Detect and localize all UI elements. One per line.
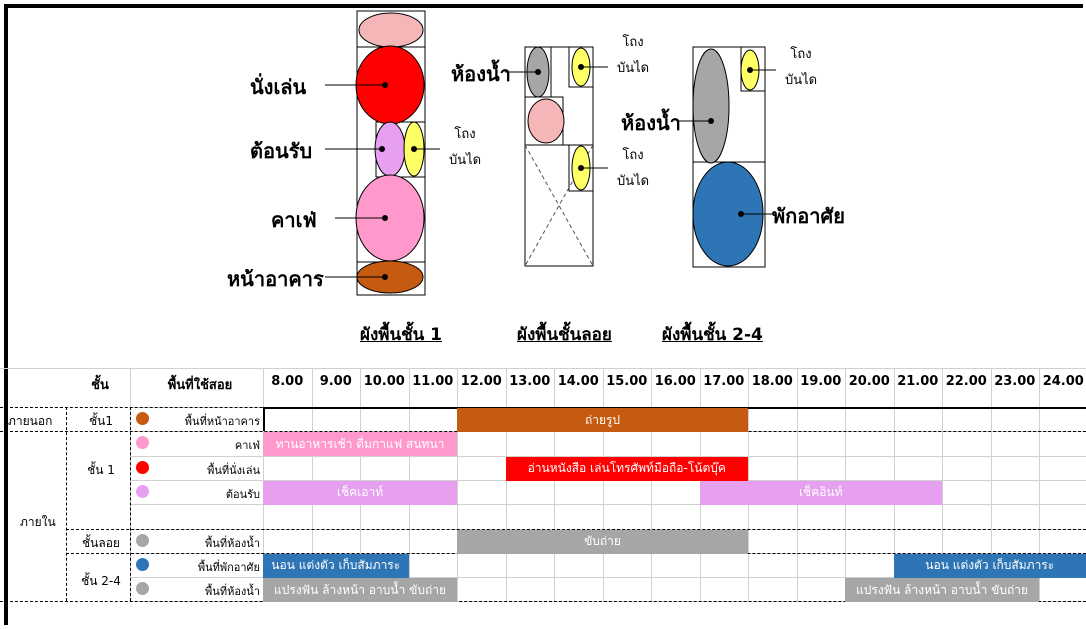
activity-bar: อ่านหนังสือ เล่นโทรศัพท์มือถือ-โน้ตบุ๊ค (505, 456, 748, 481)
mezz-lightpink-zone (527, 98, 565, 144)
hour-label: 9.00 (319, 374, 352, 389)
activity-bar: ถ่ายรูป (457, 408, 748, 432)
area-label: ต้อนรับ (225, 487, 260, 501)
hour-label: 19.00 (800, 374, 842, 389)
area-label: พื้นที่ห้องน้ำ (205, 536, 260, 550)
hour-label: 15.00 (606, 374, 648, 389)
label-floor1-stair: โถง บันได (448, 127, 482, 168)
grid-vline (457, 368, 458, 602)
activity-bar: แปรงฟัน ล้างหน้า อาบน้ำ ขับถ่าย (845, 578, 1039, 603)
area-color-dot (136, 412, 149, 425)
hour-label: 14.00 (557, 374, 599, 389)
row-divider (0, 601, 1086, 603)
grid-vline (651, 368, 652, 602)
label-mezz-stair-mid: โถง บันได (616, 148, 650, 189)
grid-vline (1039, 368, 1040, 602)
grid-vline (554, 368, 555, 602)
area-label: พื้นที่พักอาศัย (197, 560, 260, 574)
hour-label: 23.00 (994, 374, 1036, 389)
label-mezz-bathroom: ห้องน้ำ (451, 62, 511, 86)
outside-box-left (263, 407, 265, 432)
activity-bar: เช็คอินท์ (699, 480, 942, 505)
hour-label: 16.00 (654, 374, 696, 389)
grid-vline (505, 368, 507, 602)
label-upper-living: พักอาศัย (772, 204, 845, 228)
title-floor1: ผังพื้นชั้น 1 (360, 325, 442, 345)
hour-label: 22.00 (945, 374, 987, 389)
area-label: คาเฟ่ (234, 439, 260, 453)
upper-bathroom-zone (692, 48, 730, 164)
hour-label: 20.00 (848, 374, 890, 389)
title-upper: ผังพื้นชั้น 2-4 (662, 325, 763, 345)
hour-label: 18.00 (751, 374, 793, 389)
floor-label: ชั้นลอย (82, 535, 120, 550)
header-area: พื้นที่ใช้สอย (167, 378, 233, 393)
zone-inside: ภายใน (20, 515, 56, 530)
hour-label: 24.00 (1042, 374, 1084, 389)
header-top-line (0, 368, 1086, 369)
hour-label: 12.00 (460, 374, 502, 389)
area-color-dot (136, 582, 149, 596)
hour-label: 11.00 (412, 374, 454, 389)
label-upper-bathroom: ห้องน้ำ (621, 111, 681, 135)
activity-bar: แปรงฟัน ล้างหน้า อาบน้ำ ขับถ่าย (263, 578, 457, 603)
label-mezz-stair-top: โถง บันได (616, 35, 650, 76)
grid-vline (602, 368, 604, 602)
area-color-dot (136, 460, 149, 474)
upper-outline (692, 46, 766, 268)
label-cafe: คาเฟ่ (271, 208, 317, 232)
floor-plans: นั่งเล่น ต้อนรับ คาเฟ่ หน้าอาคาร โถง บัน… (227, 10, 845, 345)
activity-bar: ขับถ่าย (457, 529, 748, 554)
label-upper-stair: โถง บันได (784, 47, 818, 88)
area-color-dot (136, 557, 149, 571)
floor-label: ชั้น 2-4 (81, 574, 121, 589)
hour-label: 8.00 (271, 374, 304, 389)
label-front: หน้าอาคาร (227, 267, 324, 291)
area-label: พื้นที่นั่งเล่น (207, 463, 260, 477)
area-color-dot (136, 484, 149, 498)
floor-label: ชั้น1 (89, 414, 113, 428)
floor-label: ชั้น 1 (87, 462, 115, 477)
zone-divider (66, 407, 67, 602)
label-reception: ต้อนรับ (250, 139, 313, 163)
zone-outside: ภายนอก (8, 414, 53, 428)
activity-bar: เช็คเอาท์ (263, 480, 457, 505)
grid-vline (942, 368, 943, 602)
hour-label: 21.00 (897, 374, 939, 389)
area-label: พื้นที่หน้าอาคาร (184, 415, 260, 428)
grid-hline (130, 455, 1086, 457)
activity-bar: ทานอาหารเช้า ดื่มกาแฟ สนทนา (263, 432, 457, 457)
area-label: พื้นที่ห้องน้ำ (205, 585, 260, 599)
row-divider (66, 528, 1086, 530)
grid-hline (130, 504, 1086, 506)
area-color-dot (136, 533, 149, 547)
header-floor: ชั้น (91, 378, 109, 393)
activity-bar: นอน แต่งตัว เก็บสัมภาระ (893, 553, 1086, 578)
floor-plan-drawing (325, 10, 776, 296)
hour-label: 17.00 (703, 374, 745, 389)
activity-bar: นอน แต่งตัว เก็บสัมภาระ (263, 553, 409, 578)
grid-vline (990, 368, 992, 602)
title-mezz: ผังพื้นชั้นลอย (517, 325, 612, 345)
floor-divider (130, 407, 131, 602)
grid-hline (130, 577, 1086, 579)
hour-label: 13.00 (509, 374, 551, 389)
label-sitting: นั่งเล่น (250, 75, 307, 99)
hour-label: 10.00 (363, 374, 405, 389)
area-color-dot (136, 436, 149, 450)
